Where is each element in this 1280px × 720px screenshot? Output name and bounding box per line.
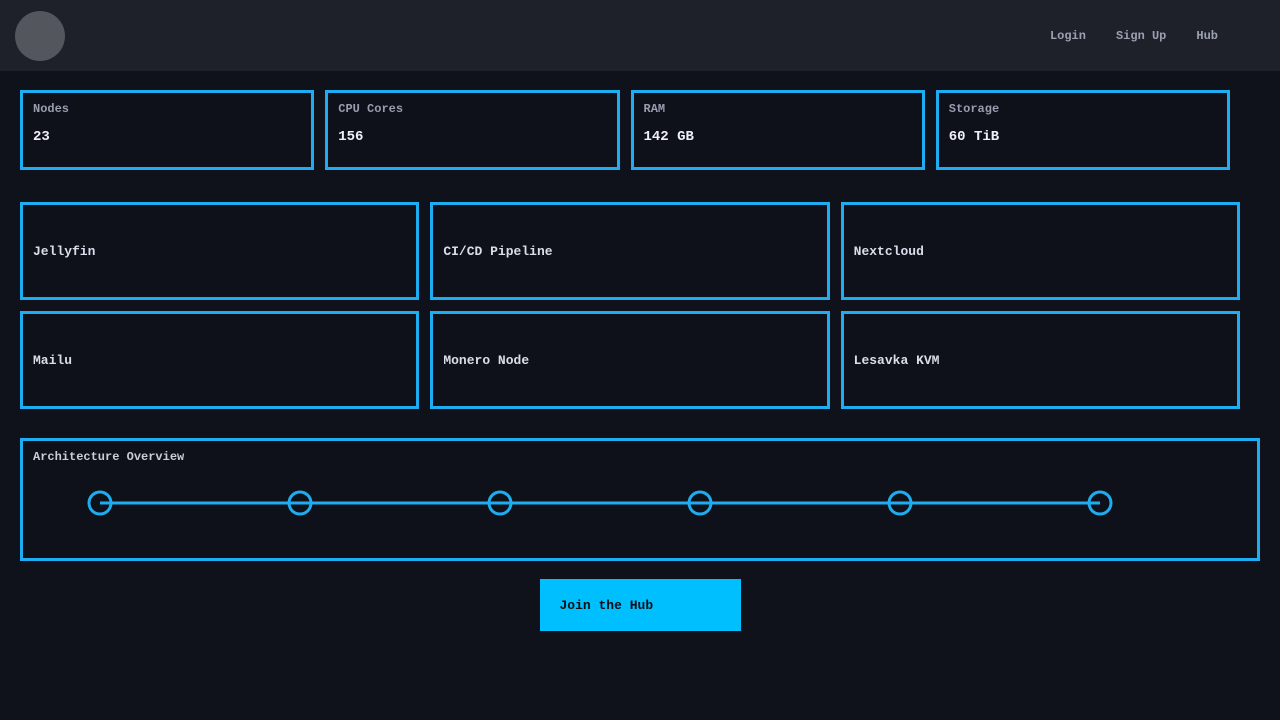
architecture-node-icon (287, 490, 313, 516)
architecture-node-icon (1087, 490, 1113, 516)
architecture-node-icon (887, 490, 913, 516)
header: Login Sign Up Hub (0, 0, 1280, 71)
stat-value: 23 (33, 129, 50, 145)
service-card-mailu[interactable]: Mailu (20, 311, 420, 409)
service-card-cicd-pipeline[interactable]: CI/CD Pipeline (430, 202, 830, 300)
architecture-panel: Architecture Overview (20, 438, 1260, 561)
nav: Login Sign Up Hub (1050, 29, 1218, 43)
service-card-monero-node[interactable]: Monero Node (430, 311, 830, 409)
stat-card-cpu-cores: CPU Cores 156 (325, 90, 620, 170)
service-card-lesavka-kvm[interactable]: Lesavka KVM (840, 311, 1240, 409)
service-title: Lesavka KVM (853, 352, 940, 368)
architecture-diagram (87, 490, 1113, 516)
stat-card-storage: Storage 60 TiB (935, 90, 1230, 170)
architecture-node-icon (87, 490, 113, 516)
stat-label: RAM (643, 102, 666, 116)
join-hub-button[interactable]: Join the Hub (539, 579, 741, 631)
service-title: Jellyfin (33, 243, 96, 259)
stat-card-nodes: Nodes 23 (20, 90, 315, 170)
stat-label: Nodes (33, 102, 70, 116)
service-title: Monero Node (443, 352, 530, 368)
architecture-node-icon (687, 490, 713, 516)
architecture-node-icon (487, 490, 513, 516)
nav-link-hub[interactable]: Hub (1196, 28, 1218, 43)
service-card-jellyfin[interactable]: Jellyfin (20, 202, 420, 300)
services-grid: Jellyfin CI/CD Pipeline Nextcloud Mailu … (20, 202, 1240, 409)
stat-value: 142 GB (643, 129, 694, 145)
stat-label: CPU Cores (338, 102, 404, 116)
service-card-nextcloud[interactable]: Nextcloud (840, 202, 1240, 300)
nav-link-login[interactable]: Login (1049, 28, 1086, 43)
cta-container: Join the Hub (0, 579, 1280, 631)
stat-value: 60 TiB (948, 129, 1000, 145)
stats-row: Nodes 23 CPU Cores 156 RAM 142 GB Storag… (20, 90, 1230, 170)
service-title: CI/CD Pipeline (443, 243, 553, 259)
avatar[interactable] (15, 10, 65, 61)
stat-label: Storage (948, 102, 1000, 116)
service-title: Nextcloud (853, 243, 924, 259)
architecture-title: Architecture Overview (33, 450, 185, 464)
stat-card-ram: RAM 142 GB (630, 90, 925, 170)
nav-link-signup[interactable]: Sign Up (1115, 28, 1167, 43)
service-title: Mailu (33, 352, 73, 368)
stat-value: 156 (338, 129, 364, 145)
